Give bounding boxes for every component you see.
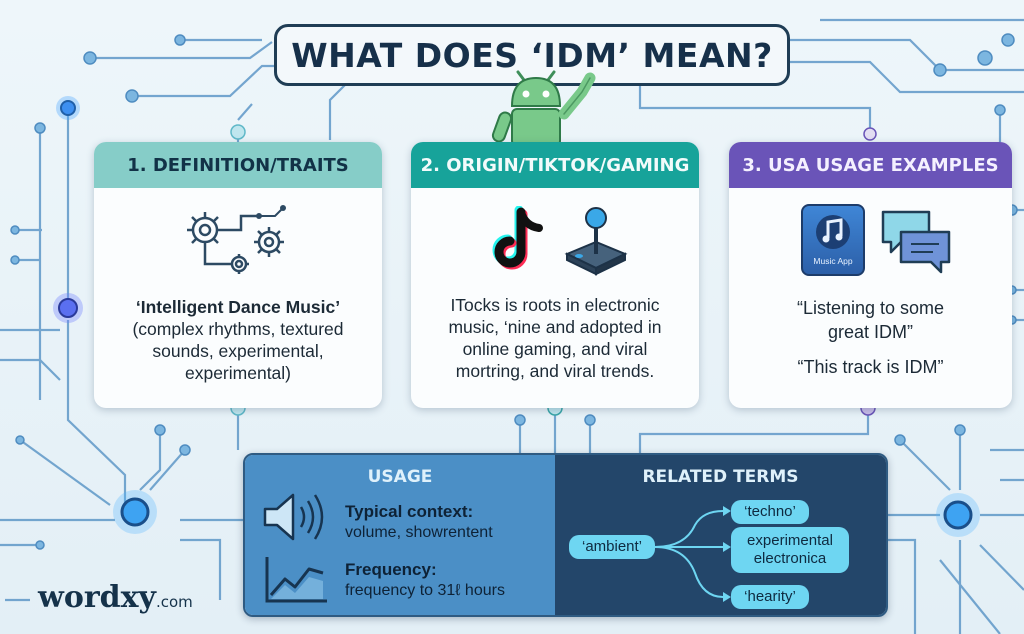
definition-term: ‘Intelligent Dance Music’: [135, 297, 341, 317]
origin-line-1: ITocks is roots in electronic: [450, 295, 660, 315]
origin-card: 2. ORIGIN/TIKTOK/GAMING ITocks is roots …: [411, 142, 699, 408]
usage-section: USAGE Typical context: volume, showrente…: [245, 455, 555, 615]
related-source-term: ‘ambient’: [569, 535, 655, 559]
definition-card-heading: 1. DEFINITION/TRAITS: [94, 142, 382, 188]
brand-logo: wordxy.com: [38, 580, 193, 615]
origin-card-heading: 2. ORIGIN/TIKTOK/GAMING: [411, 142, 699, 188]
origin-line-4: mortring, and viral trends.: [455, 361, 655, 381]
page-title: WHAT DOES ‘IDM’ MEAN?: [291, 35, 773, 75]
related-terms-title: RELATED TERMS: [642, 467, 799, 487]
bottom-panel: USAGE Typical context: volume, showrente…: [243, 453, 888, 617]
origin-line-2: music, ‘nine and adopted in: [448, 317, 662, 337]
related-term-experimental-electronica: experimental electronica: [731, 527, 849, 573]
related-term-techno: ‘techno’: [731, 500, 809, 524]
trend-chart-icon: [265, 557, 327, 603]
usage-quote-1-line-1: “Listening to some: [796, 298, 945, 318]
definition-line-2: sounds, experimental,: [152, 341, 324, 361]
music-note-icon: [816, 215, 850, 249]
definition-card: 1. DEFINITION/TRAITS: [94, 142, 382, 408]
brand-domain: .com: [155, 593, 193, 611]
related-term-hearity: ‘hearity’: [731, 585, 809, 609]
usage-quote-2: “This track is IDM”: [797, 357, 944, 377]
origin-line-3: online gaming, and viral: [462, 339, 648, 359]
chat-bubbles-icon: [881, 210, 951, 274]
brand-name: wordxy: [38, 580, 156, 615]
gears-icon: [187, 205, 286, 274]
speaker-icon: [263, 493, 324, 541]
related-connectors: [654, 506, 731, 602]
usage-context-label: Typical context:: [345, 502, 474, 521]
joystick-icon: [564, 207, 628, 276]
music-app-icon: Music App: [801, 204, 865, 276]
music-app-label: Music App: [813, 256, 853, 266]
usage-title: USAGE: [367, 467, 433, 487]
usage-examples-heading: 3. USA USAGE EXAMPLES: [729, 142, 1012, 188]
definition-line-3: experimental): [184, 363, 292, 383]
usage-examples-card: 3. USA USAGE EXAMPLES Music App “Listeni…: [729, 142, 1012, 408]
usage-frequency-label: Frequency:: [345, 560, 437, 579]
usage-frequency-value: frequency to 31ℓ hours: [345, 582, 505, 599]
definition-line-1: (complex rhythms, textured: [132, 319, 344, 339]
usage-context-value: volume, showrentent: [345, 524, 493, 541]
tiktok-icon: [492, 206, 543, 270]
related-terms-section: RELATED TERMS ‘ambient’ ‘techno’ experim…: [555, 455, 886, 615]
android-mascot-icon: [491, 70, 596, 146]
usage-quote-1-line-2: great IDM”: [827, 322, 914, 342]
